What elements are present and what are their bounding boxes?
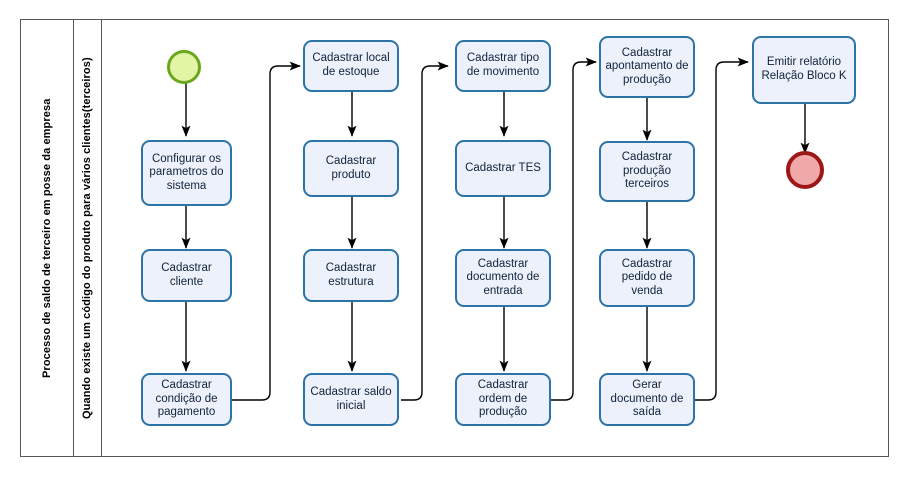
task-label: Cadastrar cliente (161, 261, 212, 288)
task-cadastrar-tes[interactable]: Cadastrar TES (455, 140, 551, 197)
end-event[interactable] (786, 151, 824, 189)
task-label: Cadastrar documento de entrada (466, 257, 540, 297)
task-label: Emitir relatório Relação Bloco K (761, 56, 847, 82)
lane-condition-label: Quando existe um código do produto para … (80, 57, 93, 419)
task-label: Gerar documento de saída (610, 379, 684, 419)
task-cadastrar-saldo-inicial[interactable]: Cadastrar saldo inicial (303, 373, 399, 426)
task-cadastrar-tipo-movimento[interactable]: Cadastrar tipo de movimento (455, 40, 551, 92)
task-label: Cadastrar produto (325, 154, 377, 181)
task-emitir-relatorio-bloco-k[interactable]: Emitir relatório Relação Bloco K (752, 36, 856, 104)
task-label: Cadastrar condição de pagamento (155, 379, 218, 419)
task-label: Cadastrar local de estoque (312, 52, 390, 78)
task-cadastrar-condicao-pagamento[interactable]: Cadastrar condição de pagamento (141, 373, 232, 426)
task-label: Cadastrar estrutura (325, 261, 377, 288)
task-label: Cadastrar tipo de movimento (466, 52, 540, 78)
task-cadastrar-estrutura[interactable]: Cadastrar estrutura (303, 249, 399, 302)
pool-title-label: Processo de saldo de terceiro em posse d… (40, 98, 53, 378)
task-label: Cadastrar TES (465, 161, 541, 174)
task-label: Cadastrar pedido de venda (621, 257, 673, 297)
task-cadastrar-documento-entrada[interactable]: Cadastrar documento de entrada (455, 249, 551, 307)
task-configurar-parametros[interactable]: Configurar os parametros do sistema (141, 140, 232, 206)
start-event[interactable] (167, 50, 201, 84)
task-label: Cadastrar apontamento de produção (605, 46, 689, 86)
lane-divider-2 (101, 20, 102, 456)
task-cadastrar-produto[interactable]: Cadastrar produto (303, 140, 399, 197)
task-label: Cadastrar produção terceiros (621, 151, 673, 191)
task-cadastrar-pedido-venda[interactable]: Cadastrar pedido de venda (599, 249, 695, 307)
task-cadastrar-apontamento-producao[interactable]: Cadastrar apontamento de produção (599, 36, 695, 98)
task-cadastrar-local-estoque[interactable]: Cadastrar local de estoque (303, 40, 399, 92)
task-label: Cadastrar ordem de produção (477, 379, 529, 419)
lane-divider-1 (73, 20, 74, 456)
task-cadastrar-cliente[interactable]: Cadastrar cliente (141, 249, 232, 302)
task-label: Configurar os parametros do sistema (149, 152, 224, 192)
task-gerar-documento-saida[interactable]: Gerar documento de saída (599, 373, 695, 426)
task-label: Cadastrar saldo inicial (310, 385, 392, 412)
task-cadastrar-producao-terceiros[interactable]: Cadastrar produção terceiros (599, 141, 695, 202)
task-cadastrar-ordem-producao[interactable]: Cadastrar ordem de produção (455, 373, 551, 426)
